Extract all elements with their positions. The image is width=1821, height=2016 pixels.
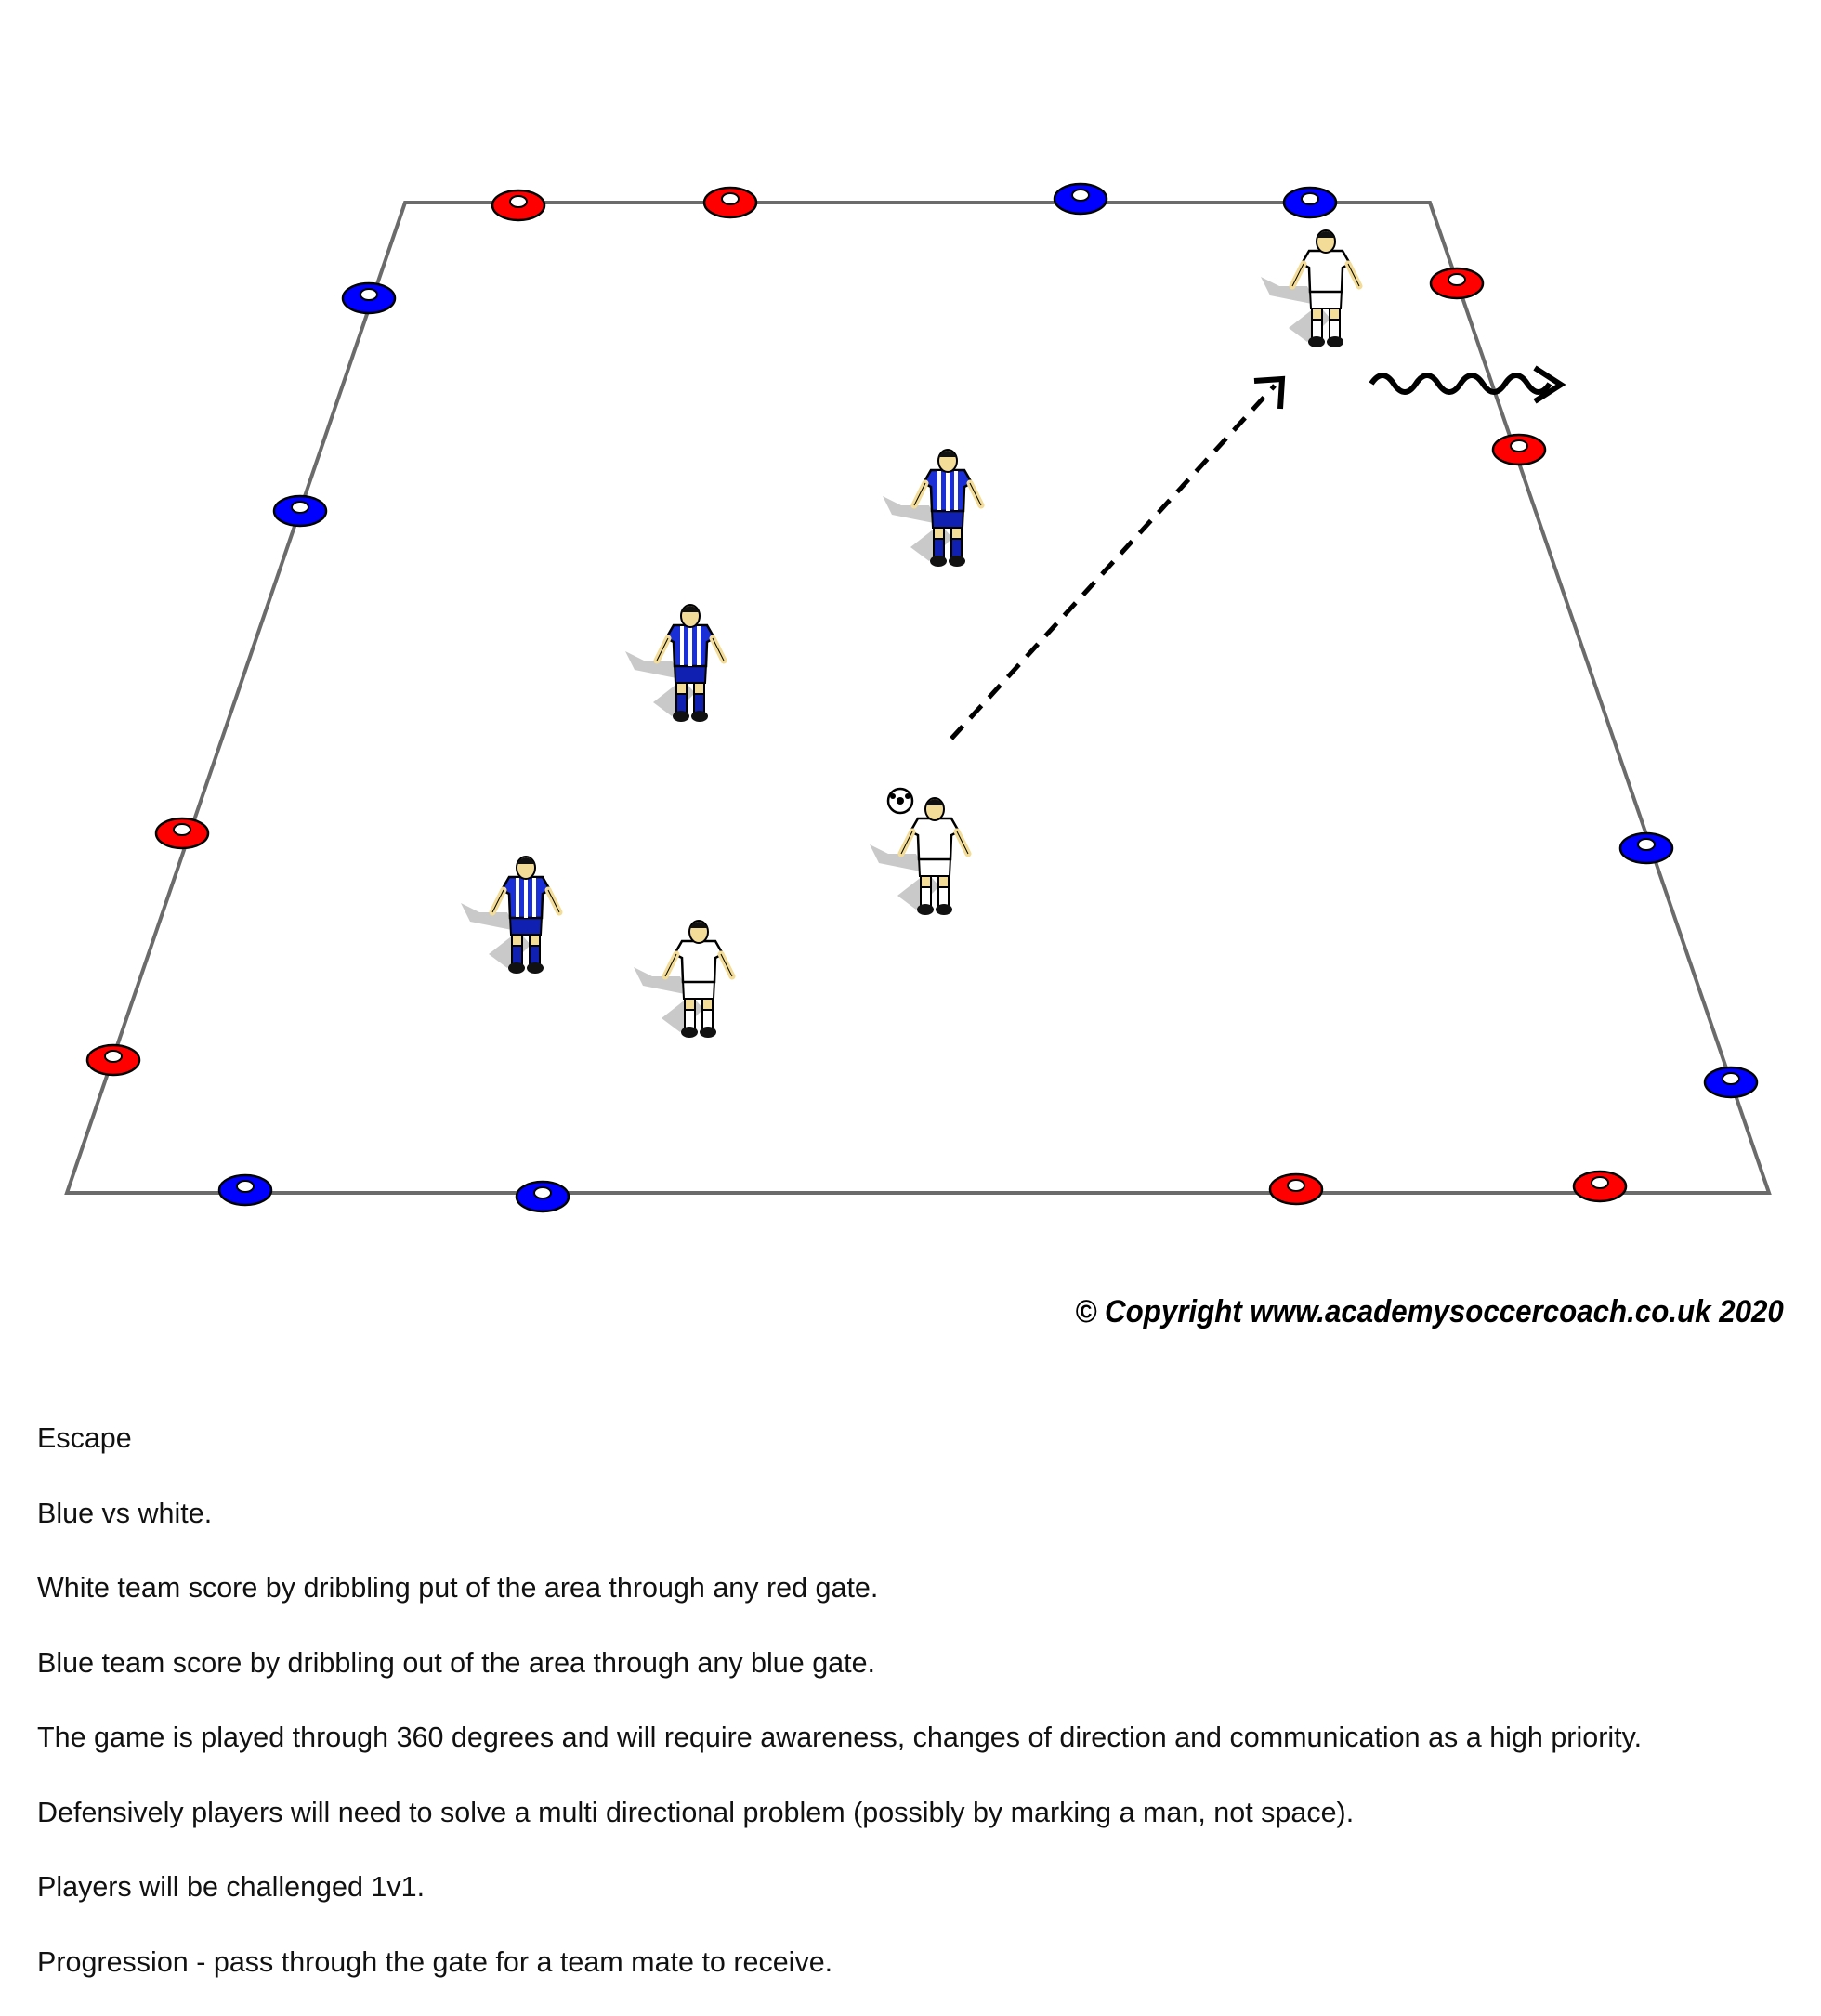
blue-cone bbox=[1284, 188, 1336, 217]
note-line: Blue team score by dribbling out of the … bbox=[37, 1643, 1784, 1718]
soccer-ball-icon bbox=[888, 789, 912, 813]
pass-arrow bbox=[951, 379, 1282, 739]
drill-diagram bbox=[0, 0, 1821, 1263]
blue-cone bbox=[517, 1182, 569, 1211]
note-line: White team score by dribbling put of the… bbox=[37, 1567, 1784, 1643]
note-line: Defensively players will need to solve a… bbox=[37, 1792, 1784, 1867]
white-team-player bbox=[634, 921, 732, 1038]
blue-cone bbox=[1620, 833, 1672, 863]
copyright-text: © Copyright www.academysoccercoach.co.uk… bbox=[1076, 1294, 1784, 1330]
red-cone bbox=[492, 190, 544, 220]
red-cone bbox=[1431, 268, 1483, 298]
field-boundary bbox=[67, 203, 1769, 1193]
note-line: Progression - pass through the gate for … bbox=[37, 1942, 1784, 2016]
note-line: Players will be challenged 1v1. bbox=[37, 1866, 1784, 1942]
blue-cone bbox=[343, 283, 395, 313]
note-line: The game is played through 360 degrees a… bbox=[37, 1717, 1784, 1792]
red-cone bbox=[1270, 1174, 1322, 1204]
blue-team-player bbox=[625, 605, 724, 722]
blue-team-player bbox=[461, 857, 559, 974]
blue-cone bbox=[1705, 1067, 1757, 1097]
red-cone bbox=[704, 188, 756, 217]
blue-cone bbox=[1055, 184, 1107, 214]
drill-description: Escape Blue vs white. White team score b… bbox=[37, 1418, 1784, 2016]
dribble-arrow bbox=[1371, 368, 1561, 401]
red-cone bbox=[156, 818, 208, 848]
blue-cone bbox=[274, 496, 326, 526]
red-cone bbox=[87, 1045, 139, 1075]
white-team-player bbox=[1261, 230, 1359, 347]
drill-title: Escape bbox=[37, 1418, 1784, 1493]
red-cone bbox=[1574, 1172, 1626, 1201]
red-cone bbox=[1493, 435, 1545, 465]
blue-team-player bbox=[883, 450, 981, 567]
white-team-player bbox=[870, 789, 968, 915]
note-line: Blue vs white. bbox=[37, 1493, 1784, 1568]
blue-cone bbox=[219, 1175, 271, 1205]
